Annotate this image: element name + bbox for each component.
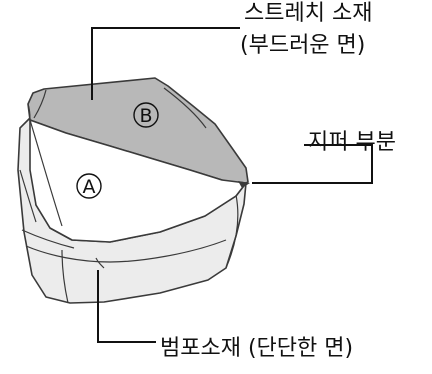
leader-bumper <box>97 270 156 343</box>
stretch-fabric-sublabel: (부드러운 면) <box>240 33 366 58</box>
marker-a: A <box>76 173 102 199</box>
leader-stretch <box>91 27 240 100</box>
zipper-label: 지퍼 부분 <box>308 130 396 155</box>
inner-panel <box>29 119 247 243</box>
leader-zipper <box>252 144 373 184</box>
marker-b: B <box>133 102 159 128</box>
zipper-tip <box>238 181 250 188</box>
svg-text:A: A <box>83 176 96 198</box>
svg-text:B: B <box>139 105 152 127</box>
stretch-fabric-label: 스트레치 소재 <box>244 1 373 26</box>
canvas-fabric-label: 범포소재 (단단한 면) <box>160 336 354 361</box>
seam-lines <box>19 87 239 304</box>
